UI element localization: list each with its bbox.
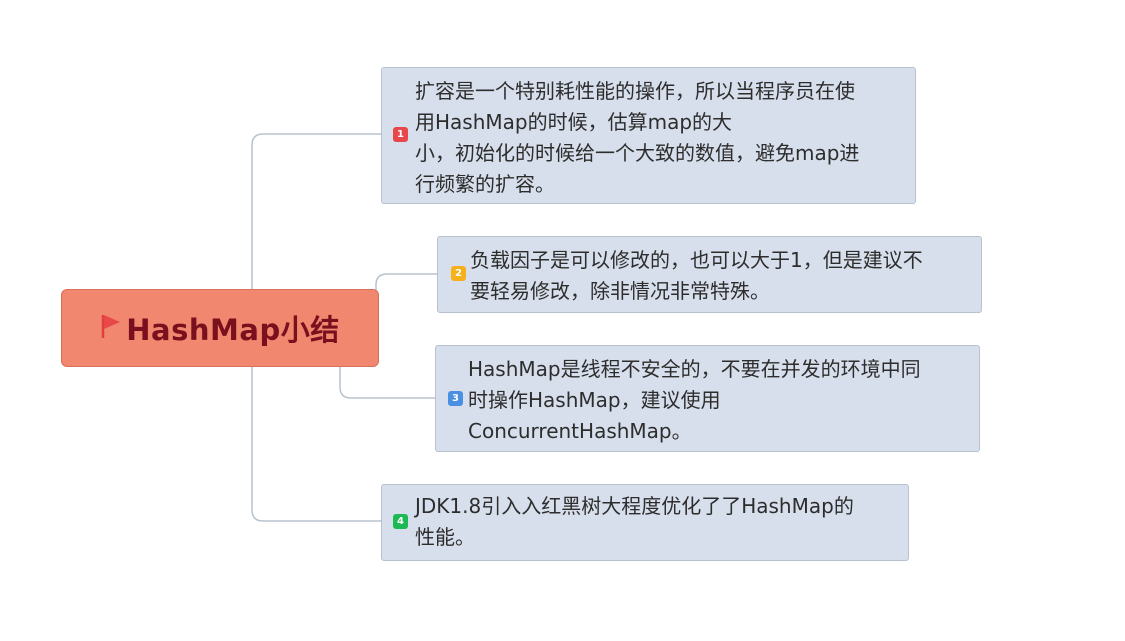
subtopic-2[interactable]: 2 负载因子是可以修改的，也可以大于1，但是建议不 要轻易修改，除非情况非常特殊… <box>437 236 982 313</box>
priority-4-icon: 4 <box>393 514 408 529</box>
red-flag-icon <box>102 315 121 338</box>
subtopic-4-text: JDK1.8引入入红黑树大程度优化了了HashMap的 性能。 <box>415 494 854 549</box>
priority-2-icon: 2 <box>451 266 466 281</box>
priority-1-icon: 1 <box>393 127 408 142</box>
subtopic-3-text: HashMap是线程不安全的，不要在并发的环境中同 时操作HashMap，建议使… <box>468 357 921 443</box>
connector-node-3 <box>339 367 435 399</box>
subtopic-1-text: 扩容是一个特别耗性能的操作，所以当程序员在使 用HashMap的时候，估算map… <box>415 79 860 196</box>
connector-node-1 <box>251 133 381 290</box>
root-topic[interactable]: HashMap小结 <box>61 289 379 367</box>
subtopic-2-text: 负载因子是可以修改的，也可以大于1，但是建议不 要轻易修改，除非情况非常特殊。 <box>470 248 923 303</box>
connector-node-2 <box>375 273 437 290</box>
subtopic-4[interactable]: 4 JDK1.8引入入红黑树大程度优化了了HashMap的 性能。 <box>381 484 909 561</box>
connector-node-4 <box>251 367 381 522</box>
subtopic-1[interactable]: 1 扩容是一个特别耗性能的操作，所以当程序员在使 用HashMap的时候，估算m… <box>381 67 916 204</box>
root-title: HashMap小结 <box>126 313 340 347</box>
priority-3-icon: 3 <box>448 391 463 406</box>
subtopic-3[interactable]: 3 HashMap是线程不安全的，不要在并发的环境中同 时操作HashMap，建… <box>435 345 980 452</box>
